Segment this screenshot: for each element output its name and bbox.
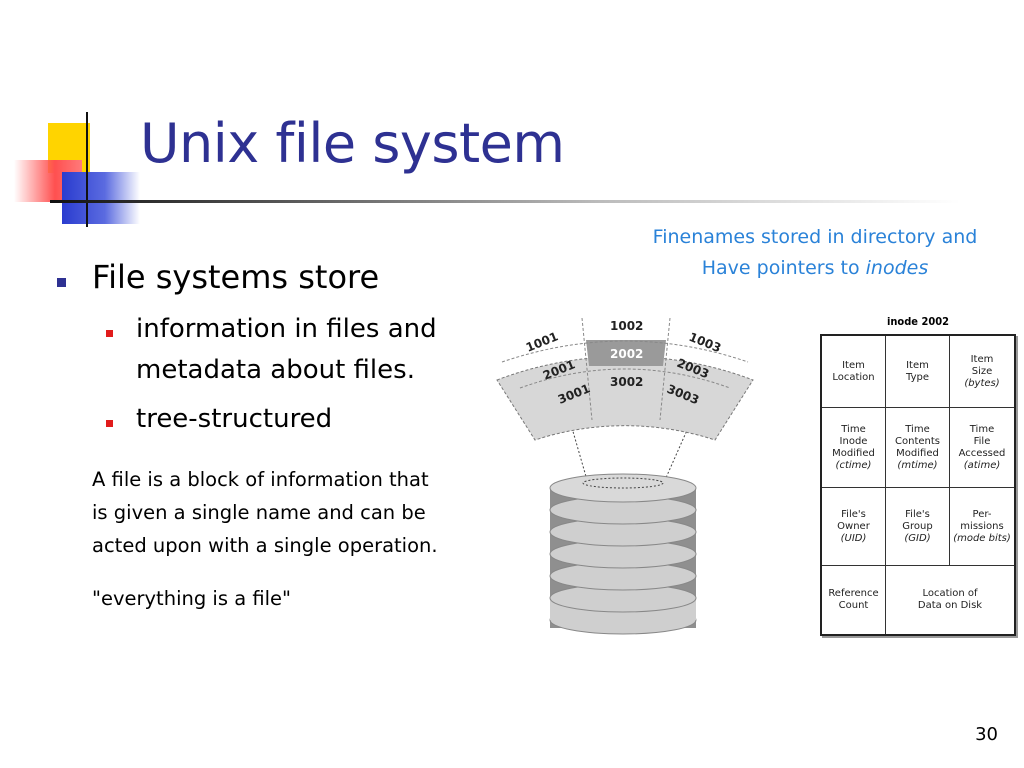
inode-cell-unit: (mtime) [897,459,938,471]
directory-cells [501,317,749,421]
inode-cell-line: Group [902,520,933,532]
disk-stack-icon [549,473,697,635]
inode-cell-line: Inode [839,435,868,447]
inode-cell-line: Time [905,423,930,435]
title-underline [50,200,960,203]
inode-cell-line: Time [841,423,866,435]
sub-bullet-2: tree-structured [136,404,333,434]
inode-cell-line: File's [841,508,866,520]
title-decoration-vertical-line [86,112,88,227]
inode-cell-line: Contents [895,435,940,447]
directory-arc [496,356,754,441]
inode-cell-unit: (atime) [963,459,1001,471]
sub-bullet-1-line2: metadata about files. [136,355,415,385]
inode-note-line2-text: Have pointers to [701,257,866,279]
directory-disk-diagram: 1001 1002 1003 2001 2002 2003 3001 3002 … [496,317,754,635]
inode-cell-line: Location of [922,588,978,599]
inode-cell-unit: (UID) [840,532,867,544]
inode-table-cell: Per-missions(mode bits) [950,488,1014,566]
connector-line-right [664,427,689,481]
definition-line: acted upon with a single operation. [92,534,438,557]
quote-paragraph: "everything is a file" [92,587,292,610]
inode-cell-line: Location [832,371,875,383]
sub-bullet-square-icon [106,330,113,337]
inode-cell-line: File's [905,508,930,520]
inode-cell-line: Reference [828,588,879,599]
connector-line-left [571,427,588,481]
definition-line: A file is a block of information that [92,468,429,491]
inode-cell-line: Modified [832,447,875,459]
bullet-main: File systems store [92,258,380,296]
inode-cell-line: Size [971,365,993,377]
inode-cell-line: Modified [896,447,939,459]
dir-label-highlighted: 2002 [610,347,643,361]
inode-note-line2: Have pointers to inodes [612,253,1018,284]
definition-line: is given a single name and can be [92,501,426,524]
inode-cell-unit: (bytes) [964,377,1000,389]
directory-cell-highlight [586,340,666,366]
inode-cell-line: Time [969,423,995,435]
inode-cell-line: Type [906,371,929,383]
inode-cell-line: missions [960,520,1004,532]
inode-cell-line: Accessed [958,447,1006,459]
title-decoration-blue-square [62,172,140,224]
inode-cell-line: Owner [837,520,870,532]
inode-cell-unit: (mode bits) [953,532,1011,544]
inode-cell-line: Per- [972,508,992,520]
definition-paragraph: A file is a block of information that is… [92,463,438,562]
page-number: 30 [975,724,998,745]
dir-label: 1003 [687,330,723,355]
inode-cell-line: Item [970,353,994,365]
inode-cell-line: Data on Disk [917,600,983,611]
inode-cell-line: Count [838,600,869,611]
bullet-square-icon [57,278,66,287]
inode-cell-line: Item [906,359,929,371]
inode-note-italic-word: inodes [865,257,929,279]
sub-bullet-1: information in files and metadata about … [136,309,437,391]
inode-cell-unit: (ctime) [835,459,872,471]
inode-cell-line: Item [842,359,865,371]
dir-label: 1002 [610,319,643,333]
inode-cell-unit: (GID) [904,532,931,544]
sub-bullet-1-line1: information in files and [136,314,437,344]
inode-cell-line: File [973,435,991,447]
inode-note: Finenames stored in directory and Have p… [612,222,1018,284]
inode-note-line1: Finenames stored in directory and [652,226,978,248]
inode-table-title: inode 2002 [886,315,950,328]
sub-bullet-square-icon [106,420,113,427]
slide-title: Unix file system [140,112,565,175]
dir-label: 3002 [610,375,643,389]
